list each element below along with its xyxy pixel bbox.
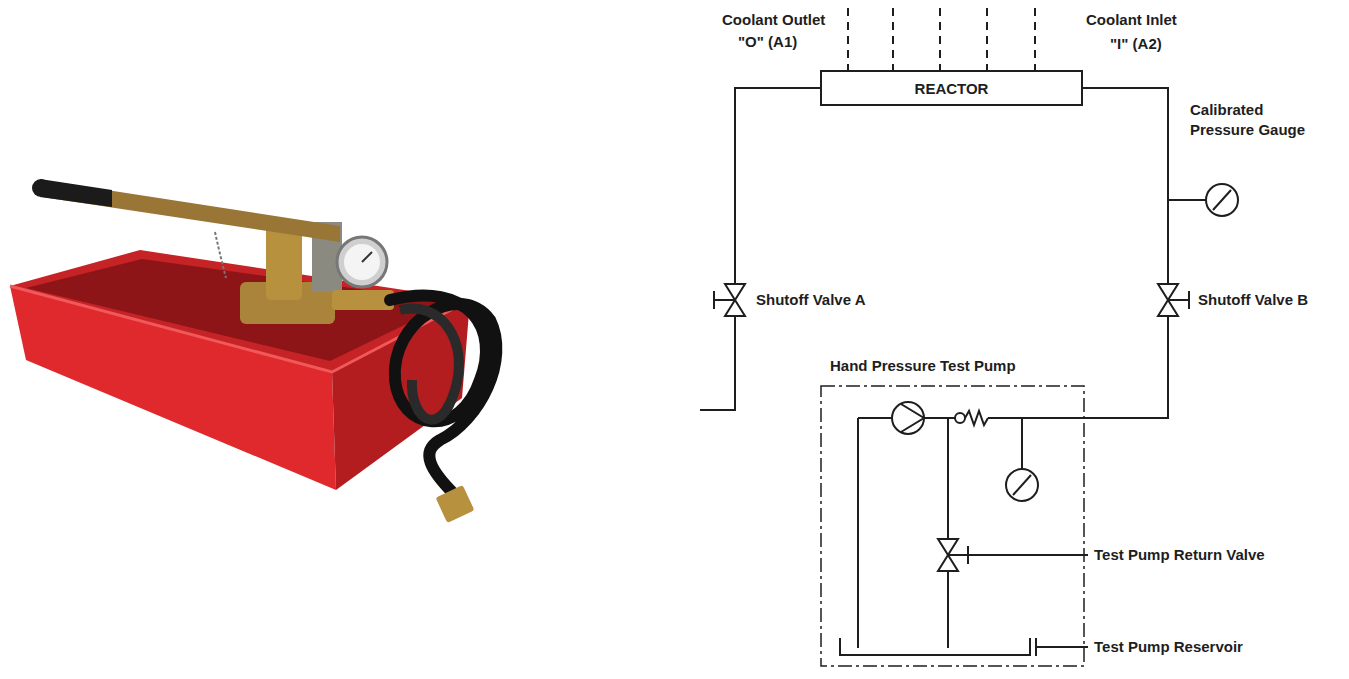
gauge-tap <box>1021 418 1023 469</box>
part-label: "I" (A2) <box>1110 34 1162 54</box>
reactor-box: REACTOR <box>820 70 1083 106</box>
valve-handle <box>1188 291 1190 309</box>
reactor-ports <box>848 8 1035 70</box>
pump-line <box>924 417 955 419</box>
gauge-symbol <box>1006 469 1038 501</box>
outlet-pipe <box>700 88 820 410</box>
pump-triangle <box>901 404 924 432</box>
reservoir <box>840 638 1030 655</box>
node-label: REACTOR <box>915 80 989 97</box>
port-line <box>847 8 849 70</box>
valve-handle <box>714 299 735 301</box>
dash-dot-border <box>821 386 1084 666</box>
leader-line <box>1036 646 1088 648</box>
gauge-body <box>337 237 387 287</box>
group-outline <box>820 385 1085 667</box>
valve-handle <box>713 291 715 309</box>
part-label: Coolant Inlet <box>1086 10 1177 30</box>
part-label: Coolant Outlet <box>722 10 825 30</box>
chain <box>215 232 226 278</box>
test-pump-group: Hand Pressure Test Pump <box>820 385 1085 667</box>
part-label: Shutoff Valve A <box>756 290 865 310</box>
pump-symbol <box>892 402 924 434</box>
part-label: Test Pump Return Valve <box>1094 545 1265 565</box>
pipe-connector <box>1083 88 1168 418</box>
pump-photo-group <box>10 179 496 523</box>
part-label: Test Pump Reservoir <box>1094 637 1243 657</box>
hose <box>390 295 496 495</box>
group-heading: Hand Pressure Test Pump <box>830 357 1016 374</box>
gauge-needle <box>1013 475 1031 495</box>
leader-line <box>968 554 1088 556</box>
suction-line <box>857 418 859 648</box>
check-valve <box>955 413 965 423</box>
check-spring <box>965 411 988 425</box>
port-line <box>1034 8 1036 70</box>
port-line <box>939 8 941 70</box>
gauge-face <box>344 244 380 280</box>
return-line <box>947 418 949 648</box>
hose-2 <box>400 308 459 419</box>
gauge-needle <box>362 252 372 262</box>
hose-end <box>435 485 474 523</box>
gauge-tap <box>1168 199 1206 201</box>
gauge-symbol <box>1206 184 1238 216</box>
pump-line <box>988 417 1085 419</box>
pump-line <box>858 417 892 419</box>
grip-end <box>32 179 50 197</box>
part-label: Shutoff Valve B <box>1198 290 1308 310</box>
valve-handle <box>948 554 968 556</box>
gauge-needle <box>1213 190 1231 210</box>
part-label: "O" (A1) <box>738 32 797 52</box>
port-line <box>892 8 894 70</box>
valve-handle <box>1168 299 1189 301</box>
lever-grip <box>40 179 112 207</box>
port-line <box>986 8 988 70</box>
part-label: Calibrated Pressure Gauge <box>1190 100 1318 139</box>
